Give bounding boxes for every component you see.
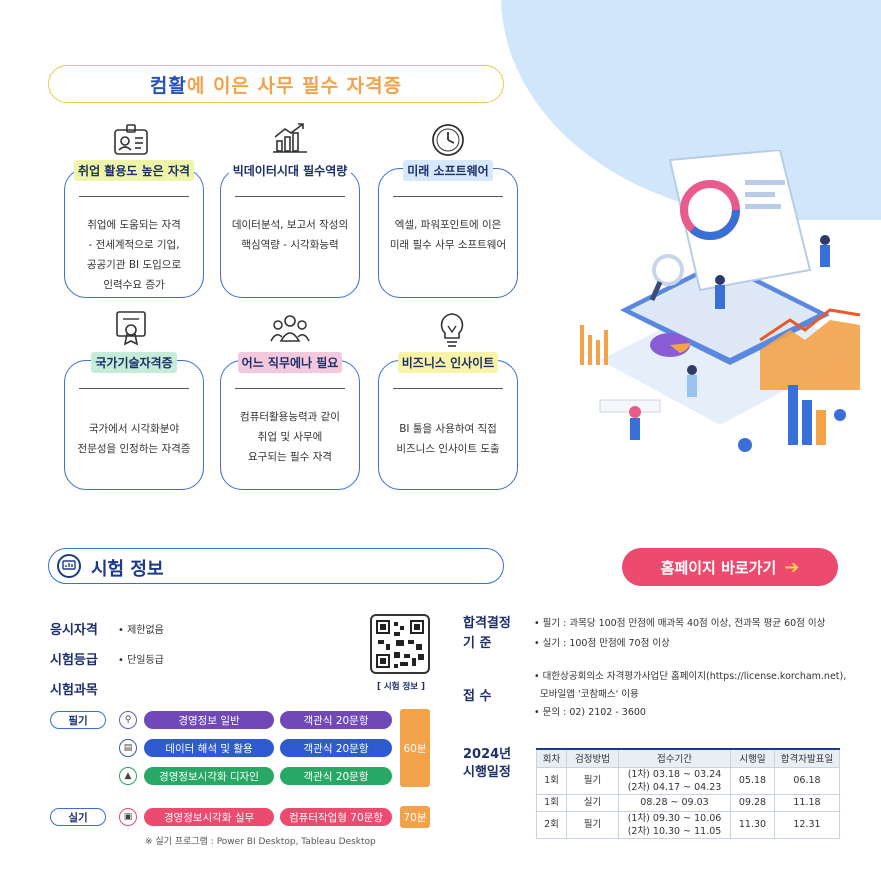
title-rest: 에 이은 사무 필수 자격증	[186, 74, 403, 97]
pass-line-1: • 필기 : 과목당 100점 만점에 매과목 40점 이상, 전과목 평균 6…	[534, 618, 826, 629]
grade-value: • 단일등급	[118, 655, 164, 666]
practical-note: ※ 실기 프로그램 : Power BI Desktop, Tableau De…	[145, 837, 376, 847]
title-highlight: 컴활	[149, 74, 187, 97]
cell-round: 2회	[536, 810, 567, 839]
qr-code[interactable]	[370, 614, 430, 674]
table-row: 2회 필기 (1차) 09.30 ~ 10.06(2차) 10.30 ~ 11.…	[536, 810, 840, 839]
document-icon: ▤	[119, 739, 137, 757]
cell-method: 필기	[566, 810, 619, 839]
subject-name: 경영정보 일반	[144, 711, 274, 729]
apply-line-3: • 문의 : 02) 2102 - 3600	[534, 707, 646, 718]
exam-info-header: 시험 정보	[48, 548, 504, 584]
certificate-icon	[111, 310, 151, 346]
card-body: BI 툴을 사용하여 직접 비즈니스 인사이트 도출	[396, 423, 500, 455]
cell-date: 09.28	[730, 793, 775, 812]
schedule-label-1: 2024년	[463, 747, 512, 762]
period-line: (2차) 04.17 ~ 04.23	[627, 781, 722, 793]
practical-subject: 경영정보시각화 실무	[144, 808, 274, 826]
data-analytics-illustration	[580, 150, 861, 452]
section-title: 컴활 에 이은 사무 필수 자격증	[48, 65, 504, 103]
schedule-label-2: 시행일정	[463, 765, 511, 780]
qualification-label: 응시자격	[50, 623, 98, 638]
cell-period: (1차) 03.18 ~ 03.24(2차) 04.17 ~ 04.23	[618, 766, 731, 795]
subject-label: 시험과목	[50, 683, 98, 698]
schedule-table: 회차 검정방법 접수기간 시행일 합격자발표일 1회 필기 (1차) 03.18…	[536, 748, 840, 839]
period-line: (1차) 03.18 ~ 03.24	[627, 768, 722, 780]
card-label: 비즈니스 인사이트	[397, 351, 499, 373]
cell-period: 08.28 ~ 09.03	[618, 793, 731, 812]
cell-date: 05.18	[730, 766, 775, 795]
subject-format: 객관식 20문항	[280, 767, 392, 785]
card-job: 취업 활용도 높은 자격 취업에 도움되는 자격 - 전세계적으로 기업, 공공…	[64, 159, 204, 298]
cell-result: 11.18	[774, 793, 840, 812]
pass-label-1: 합격결정	[463, 616, 511, 631]
card-national: 국가기술자격증 국가에서 시각화분야 전문성을 인정하는 자격증	[64, 351, 204, 490]
apply-line-2: 모바일앱 '코참패스' 이용	[534, 689, 639, 700]
period-line: (2차) 10.30 ~ 11.05	[627, 825, 722, 837]
cell-round: 1회	[536, 766, 567, 795]
cell-date: 11.30	[730, 810, 775, 839]
qualification-value: • 제한없음	[118, 625, 164, 636]
chart-icon: ▲	[119, 767, 137, 785]
pass-line-2: • 실기 : 100점 만점에 70점 이상	[534, 638, 670, 649]
card-any-job: 어느 직무에나 필요 컴퓨터활용능력과 같이 취업 및 사무에 요구되는 필수 …	[220, 351, 360, 490]
apply-label: 접 수	[463, 689, 492, 704]
card-insight: 비즈니스 인사이트 BI 툴을 사용하여 직접 비즈니스 인사이트 도출	[378, 351, 518, 490]
table-row: 1회 실기 08.28 ~ 09.03 09.28 11.18	[536, 793, 840, 812]
pass-label-2: 기 준	[463, 636, 492, 651]
lightbulb-icon	[432, 312, 472, 348]
card-label: 빅데이터시대 필수역량	[228, 159, 352, 181]
arrow-right-icon: ➔	[784, 556, 800, 578]
cell-period: (1차) 09.30 ~ 10.06(2차) 10.30 ~ 11.05	[618, 810, 731, 839]
written-time: 60분	[400, 709, 430, 787]
card-body: 엑셀, 파워포인트에 이은 미래 필수 사무 소프트웨어	[389, 219, 507, 251]
subject-name: 데이터 해석 및 활용	[144, 739, 274, 757]
qr-caption: [ 시험 정보 ]	[377, 682, 425, 692]
col-method: 검정방법	[566, 748, 619, 768]
card-label: 취업 활용도 높은 자격	[74, 159, 194, 181]
col-round: 회차	[536, 748, 567, 768]
cell-result: 12.31	[774, 810, 840, 839]
card-label: 미래 소프트웨어	[403, 159, 493, 181]
practical-type: 실기	[50, 808, 106, 826]
clock-icon	[428, 122, 468, 158]
card-body: 데이터분석, 보고서 작성의 핵심역량 - 시각화능력	[231, 219, 349, 251]
col-result: 합격자발표일	[774, 748, 840, 768]
subject-format: 객관식 20문항	[280, 711, 392, 729]
card-label: 어느 직무에나 필요	[237, 351, 343, 373]
card-label: 국가기술자격증	[91, 351, 177, 373]
homepage-button-label: 홈페이지 바로가기	[660, 558, 777, 577]
card-bigdata: 빅데이터시대 필수역량 데이터분석, 보고서 작성의 핵심역량 - 시각화능력	[220, 159, 360, 298]
magnifier-icon: ⚲	[119, 711, 137, 729]
card-body: 컴퓨터활용능력과 같이 취업 및 사무에 요구되는 필수 자격	[240, 411, 340, 463]
cell-result: 06.18	[774, 766, 840, 795]
id-card-icon	[111, 122, 151, 158]
apply-line-1: • 대한상공회의소 자격평가사업단 홈페이지(https://license.k…	[534, 671, 847, 682]
practical-format: 컴퓨터작업형 70문항	[280, 808, 392, 826]
grade-label: 시험등급	[50, 653, 98, 668]
subject-format: 객관식 20문항	[280, 739, 392, 757]
people-icon	[270, 312, 310, 348]
card-body: 국가에서 시각화분야 전문성을 인정하는 자격증	[77, 423, 191, 455]
cell-method: 필기	[566, 766, 619, 795]
cell-round: 1회	[536, 793, 567, 812]
card-software: 미래 소프트웨어 엑셀, 파워포인트에 이은 미래 필수 사무 소프트웨어	[378, 159, 518, 298]
exam-info-title: 시험 정보	[91, 559, 164, 580]
bar-chart-icon	[270, 120, 310, 156]
card-body: 취업에 도움되는 자격 - 전세계적으로 기업, 공공기관 BI 도입으로 인력…	[86, 219, 182, 291]
cell-method: 실기	[566, 793, 619, 812]
monitor-chart-icon	[57, 554, 81, 578]
col-date: 시행일	[730, 748, 775, 768]
practical-time: 70분	[400, 806, 430, 828]
subject-name: 경영정보시각화 디자인	[144, 767, 274, 785]
table-row: 1회 필기 (1차) 03.18 ~ 03.24(2차) 04.17 ~ 04.…	[536, 766, 840, 795]
written-type: 필기	[50, 711, 106, 729]
homepage-button[interactable]: 홈페이지 바로가기 ➔	[622, 548, 838, 586]
period-line: (1차) 09.30 ~ 10.06	[627, 812, 722, 824]
computer-icon: ▣	[119, 808, 137, 826]
col-period: 접수기간	[618, 748, 731, 768]
